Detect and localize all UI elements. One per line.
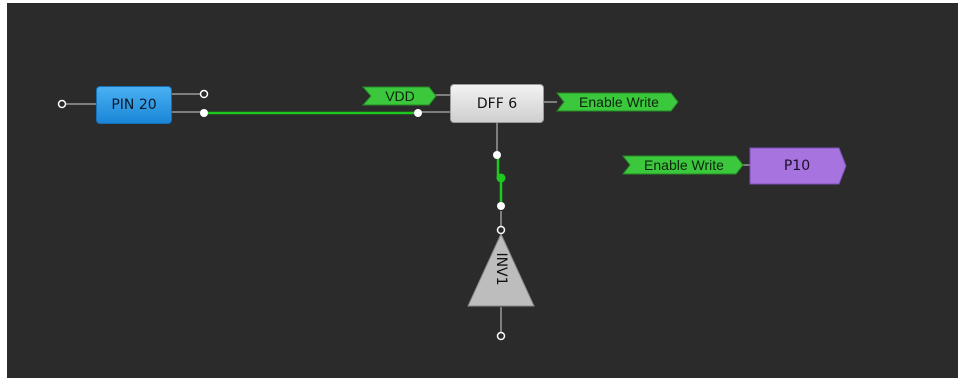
inverter-triangle[interactable] — [467, 232, 535, 307]
inv1-label: INV1 — [493, 252, 509, 286]
dff-bottom-node[interactable] — [493, 151, 501, 159]
dff6-block[interactable]: DFF 6 — [450, 84, 544, 123]
enable-write-in-label: Enable Write — [644, 157, 724, 173]
dff6-label: DFF 6 — [476, 95, 518, 112]
pin20-input-node[interactable] — [57, 99, 67, 109]
inv-source-node[interactable] — [497, 202, 505, 210]
inv-output-node[interactable] — [496, 331, 506, 341]
vdd-tag-shape[interactable] — [361, 86, 437, 106]
p10-label: P10 — [783, 158, 811, 174]
pin20-label: PIN 20 — [111, 97, 157, 113]
pin20-block[interactable]: PIN 20 — [96, 86, 172, 124]
enable-write-out-label: Enable Write — [579, 94, 659, 110]
p10-block-shape[interactable] — [749, 147, 847, 185]
enable-write-in-tag-shape[interactable] — [621, 155, 744, 175]
wire-junction-node[interactable] — [496, 173, 506, 183]
dff-clock-node[interactable] — [414, 109, 422, 117]
pin20-output-node-lower[interactable] — [200, 109, 208, 117]
pin20-output-node-upper[interactable] — [199, 89, 209, 99]
vdd-label: VDD — [385, 88, 415, 104]
inv-input-node[interactable] — [496, 225, 506, 235]
wire-layer — [57, 86, 847, 341]
schematic-canvas[interactable]: PIN 20 DFF 6 VDD Enable Write Enable Wri… — [7, 3, 958, 378]
enable-write-out-tag-shape[interactable] — [555, 92, 679, 112]
